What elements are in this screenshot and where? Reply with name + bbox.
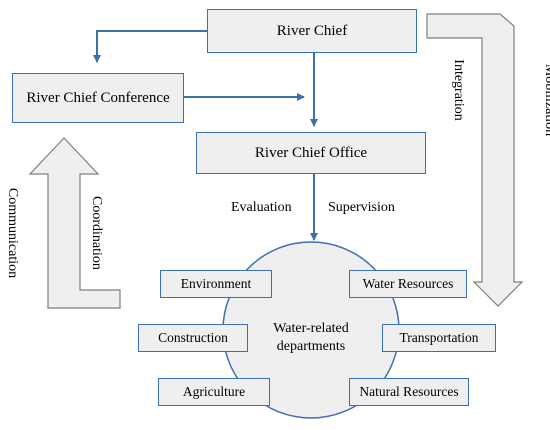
- department-environment-label: Environment: [180, 276, 252, 291]
- evaluation-label: Evaluation: [231, 200, 292, 215]
- department-construction: Construction: [138, 324, 248, 352]
- coordination-label: Coordination: [89, 196, 104, 270]
- department-transportation: Transportation: [382, 324, 496, 352]
- department-water-resources-label: Water Resources: [362, 276, 454, 291]
- hub-line-1: Water-related: [273, 321, 349, 336]
- river-chief-box: River Chief: [207, 9, 417, 53]
- department-water-resources: Water Resources: [349, 270, 467, 298]
- department-natural-resources-label: Natural Resources: [359, 384, 459, 399]
- hub-line-2: departments: [276, 339, 346, 354]
- communication-label: Communication: [5, 187, 20, 279]
- mobilization-label: Mobilization: [542, 63, 550, 137]
- river-chief-office-box: River Chief Office: [196, 132, 426, 174]
- integration-label: Integration: [451, 59, 466, 121]
- department-agriculture-label: Agriculture: [182, 384, 246, 399]
- supervision-label: Supervision: [328, 200, 395, 215]
- river-chief-label: River Chief: [276, 22, 348, 39]
- department-agriculture: Agriculture: [158, 378, 270, 406]
- department-natural-resources: Natural Resources: [349, 378, 469, 406]
- river-chief-office-label: River Chief Office: [254, 144, 368, 161]
- communication-arrow: [28, 137, 121, 309]
- river-chief-conference-box: River Chief Conference: [12, 73, 184, 123]
- mobilization-arrow: [426, 13, 524, 307]
- department-construction-label: Construction: [158, 330, 228, 345]
- departments-hub-label: Water-related departments: [251, 320, 371, 356]
- river-chief-conference-label: River Chief Conference: [26, 89, 170, 106]
- department-environment: Environment: [160, 270, 272, 298]
- chief-to-conference-connector: [93, 30, 207, 63]
- department-transportation-label: Transportation: [399, 330, 479, 345]
